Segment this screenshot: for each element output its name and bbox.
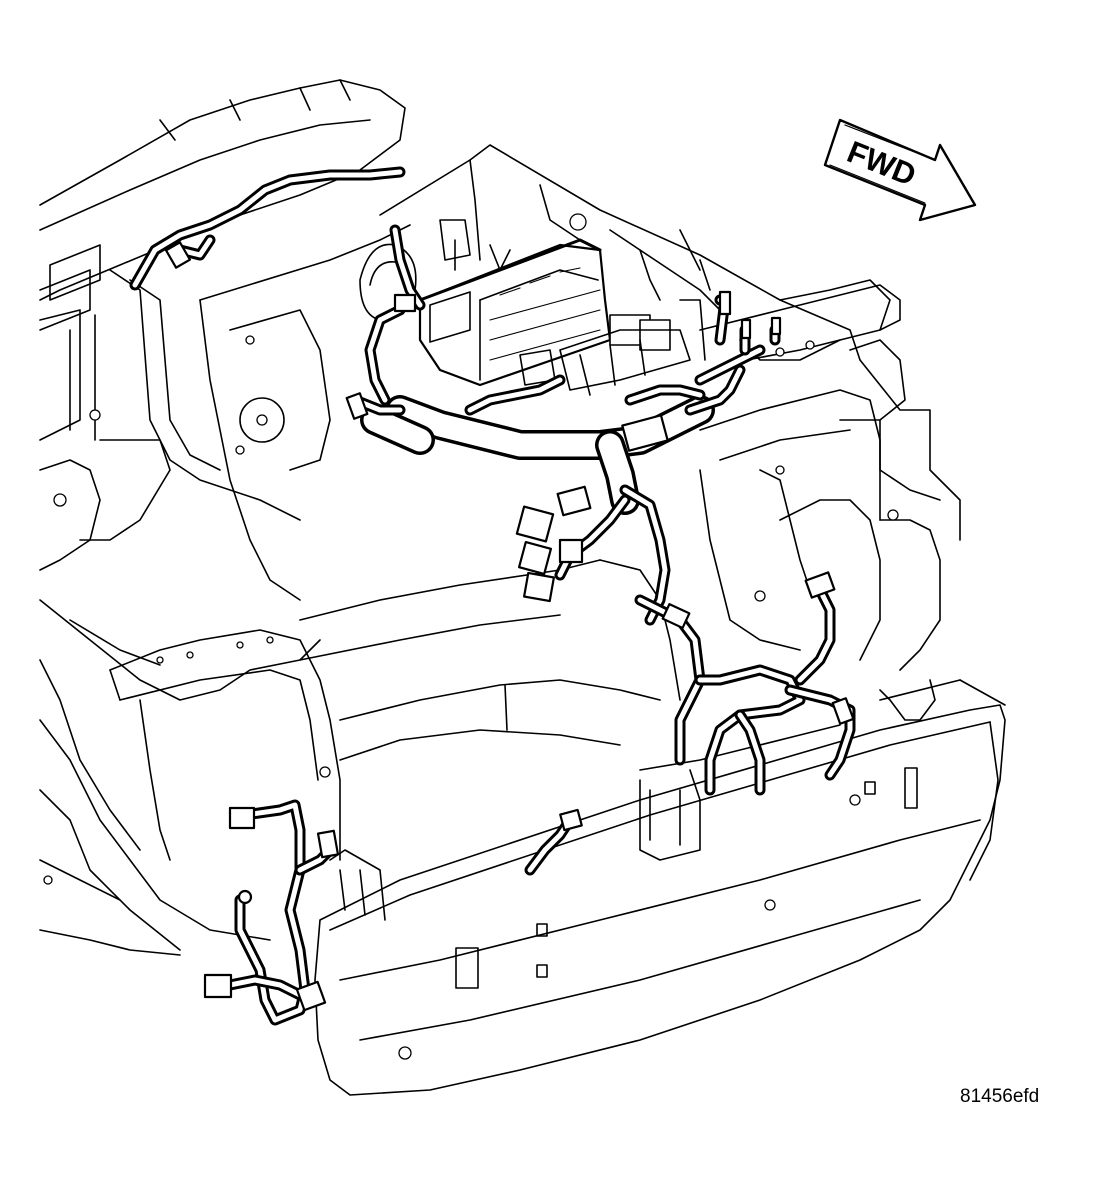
frame-rails xyxy=(109,559,841,861)
power-distribution-center xyxy=(418,219,706,396)
firewall-panel xyxy=(199,144,861,601)
harness-connectors xyxy=(164,241,855,1012)
radiator-support xyxy=(699,279,961,671)
fwd-direction-arrow: FWD xyxy=(823,118,977,222)
figure-id-label: 81456efd xyxy=(960,1086,1040,1107)
left-fender-structure xyxy=(39,79,406,956)
front-bumper-beam xyxy=(314,679,1006,1096)
